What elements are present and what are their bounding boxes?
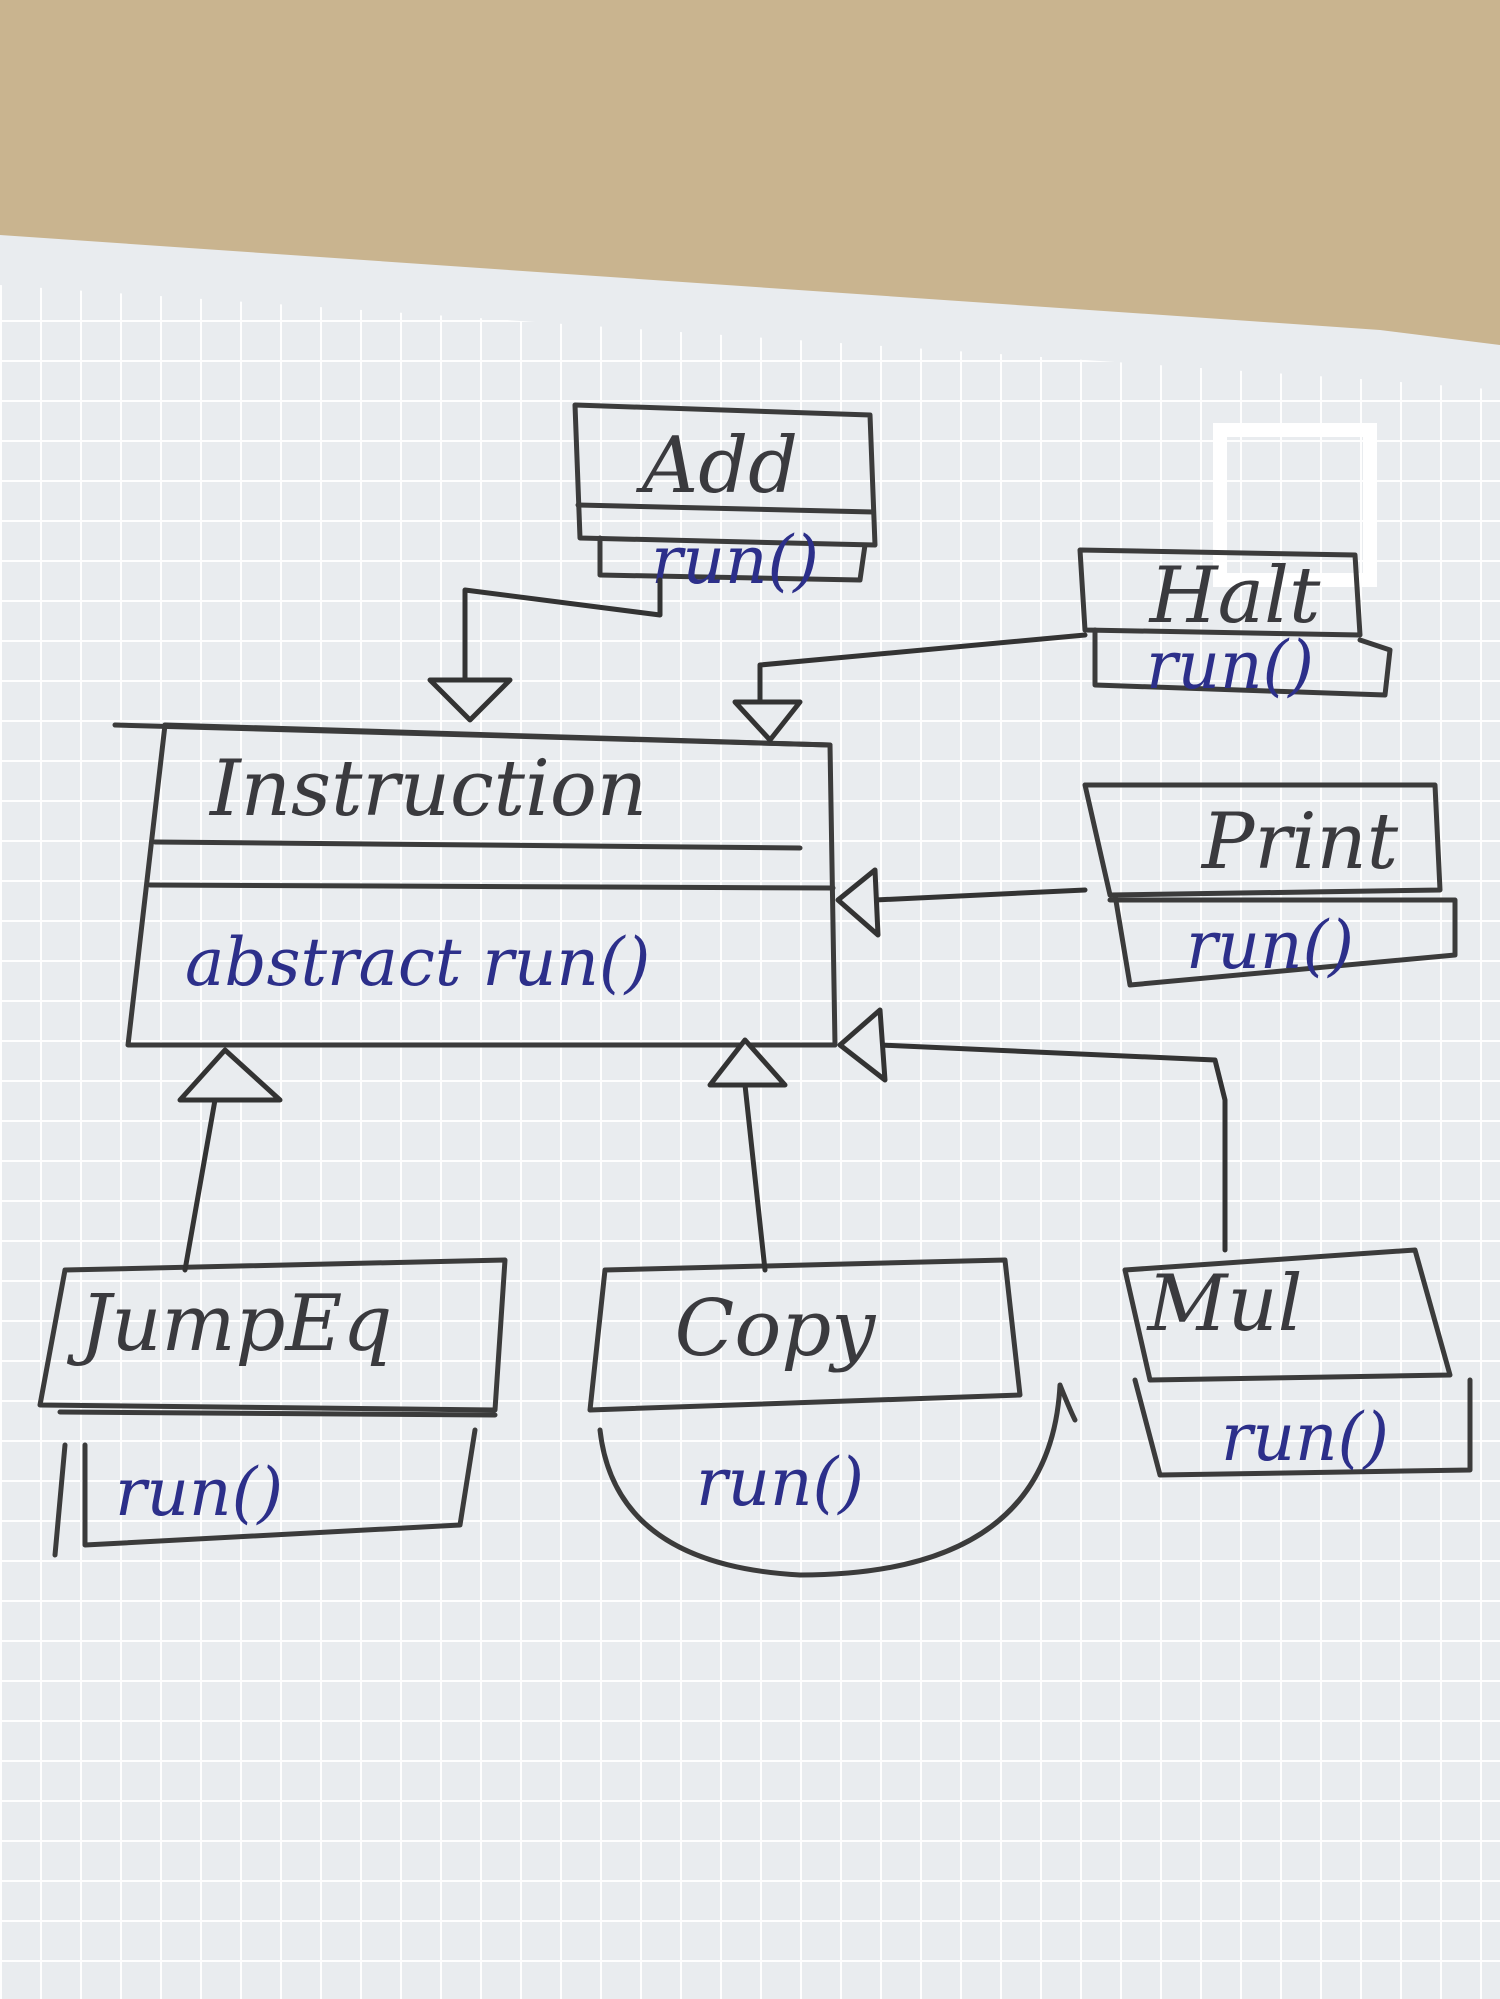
class-copy-method: run() (696, 1444, 864, 1521)
class-jumpeq-method: run() (115, 1454, 283, 1531)
arrowhead-add (427, 677, 513, 723)
class-add: Add run() (572, 402, 878, 599)
class-copy-name: Copy (675, 1284, 877, 1374)
class-jumpeq: JumpEq run() (37, 1257, 508, 1558)
class-halt-method: run() (1146, 627, 1314, 704)
class-instruction-method: abstract run() (185, 924, 650, 1001)
edge-jumpeq-instruction (182, 1097, 218, 1273)
class-print-method: run() (1186, 907, 1354, 984)
edge-add-instruction (462, 577, 663, 683)
class-add-name: Add (636, 421, 798, 511)
inheritance-edges (177, 577, 1228, 1273)
class-instruction-name: Instruction (208, 744, 647, 834)
class-add-method: run() (651, 522, 819, 599)
edge-halt-instruction (757, 632, 1088, 703)
edge-copy-instruction (742, 1082, 768, 1273)
class-mul-method: run() (1221, 1399, 1389, 1476)
class-halt-name: Halt (1148, 551, 1321, 641)
arrowhead-print (835, 867, 881, 938)
edge-print-instruction (872, 887, 1088, 903)
edge-mul-instruction (877, 1042, 1228, 1253)
class-print-name: Print (1200, 797, 1399, 887)
class-print: Print run() (1082, 782, 1458, 988)
arrowhead-mul (837, 1007, 888, 1083)
class-instruction: Instruction abstract run() (112, 722, 838, 1048)
class-jumpeq-name: JumpEq (66, 1279, 392, 1369)
class-copy: Copy run() (587, 1257, 1078, 1578)
page-marker-icon (1213, 423, 1377, 587)
arrowhead-halt (732, 699, 803, 743)
arrowhead-copy (707, 1037, 788, 1088)
class-mul: Mul run() (1122, 1247, 1473, 1478)
arrowhead-jumpeq (177, 1047, 283, 1103)
class-halt: Halt run() (1077, 547, 1393, 704)
class-mul-name: Mul (1145, 1259, 1302, 1349)
